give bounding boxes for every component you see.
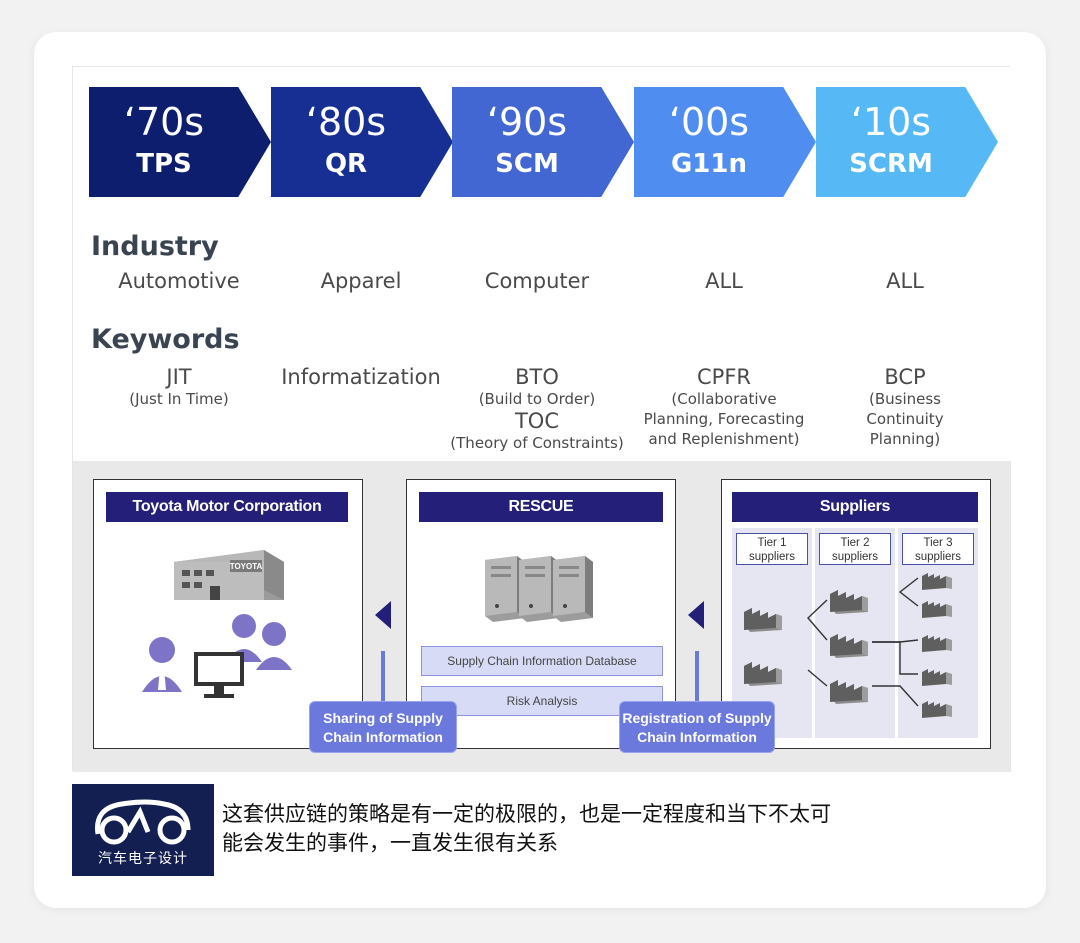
keyword-cpfr-sub1: (Collaborative	[671, 390, 777, 408]
rescue-system-diagram: Toyota Motor Corporation TOYOTA	[73, 461, 1011, 772]
building-sign: TOYOTA	[230, 562, 263, 571]
tier2-line1: Tier 2	[840, 537, 870, 549]
car-logo-icon	[95, 799, 191, 845]
industry-automotive: Automotive	[118, 269, 240, 293]
tier2-factory-3-icon	[830, 680, 868, 704]
tier3-label: Tier 3 suppliers	[902, 533, 974, 565]
registration-connector	[695, 651, 699, 711]
supplier-network	[744, 573, 952, 718]
computer-icon	[194, 652, 244, 698]
timeline-era: ‘10s	[850, 100, 932, 144]
brand-logo: 汽车电子设计	[72, 784, 214, 876]
keyword-bto-sub: (Build to Order)	[478, 390, 596, 408]
tier2-label: Tier 2 suppliers	[819, 533, 891, 565]
keyword-bcp: BCP (Business Continuity Planning)	[815, 365, 995, 449]
tier1-factory-2-icon	[744, 662, 782, 686]
industry-title: Industry	[91, 231, 219, 262]
tier3-factory-5-icon	[922, 701, 952, 718]
caption-line1: 这套供应链的策略是有一定的极限的，也是一定程度和当下不太可	[222, 802, 831, 826]
timeline-era: ‘90s	[486, 100, 568, 144]
timeline-era: ‘80s	[305, 100, 387, 144]
tier1-factory-1-icon	[744, 608, 782, 632]
suppliers-panel: Suppliers Tier 1 suppliers Tier 2 suppli…	[721, 479, 991, 749]
tier3-factory-1-icon	[922, 573, 952, 590]
tier3-line2: suppliers	[914, 551, 962, 563]
keyword-toc-main: TOC	[514, 409, 560, 433]
registration-line1: Registration of Supply	[622, 710, 772, 726]
arrow-to-toyota-icon	[375, 601, 391, 629]
tier3-factory-4-icon	[922, 669, 952, 686]
keyword-bto-toc: BTO (Build to Order) TOC (Theory of Cons…	[437, 365, 637, 453]
tier1-line2: suppliers	[748, 551, 796, 563]
toyota-header: Toyota Motor Corporation	[106, 492, 348, 522]
arrow-to-rescue-icon	[688, 601, 704, 629]
keyword-bcp-sub1: (Business	[869, 390, 941, 408]
keyword-cpfr-main: CPFR	[697, 365, 751, 389]
keyword-jit: JIT (Just In Time)	[89, 365, 269, 409]
keywords-title: Keywords	[91, 324, 240, 355]
timeline-era: ‘70s	[123, 100, 205, 144]
industry-apparel: Apparel	[320, 269, 402, 293]
keyword-bcp-main: BCP	[884, 365, 926, 389]
industry-all-2: ALL	[886, 269, 924, 293]
keyword-cpfr-sub3: and Replenishment)	[648, 430, 800, 448]
tier3-factory-2-icon	[922, 601, 952, 618]
brand-logo-text: 汽车电子设计	[98, 851, 188, 867]
keyword-jit-sub: (Just In Time)	[129, 390, 229, 408]
tier1-label: Tier 1 suppliers	[736, 533, 808, 565]
sharing-connector	[381, 651, 385, 711]
caption-text: 这套供应链的策略是有一定的极限的，也是一定程度和当下不太可 能会发生的事件，一直…	[222, 800, 992, 858]
keyword-cpfr-sub2: Planning, Forecasting	[643, 410, 805, 428]
keyword-toc-sub: (Theory of Constraints)	[450, 434, 624, 452]
sharing-line1: Sharing of Supply	[323, 710, 443, 726]
timeline-abbr: TPS	[136, 149, 192, 179]
tier2-line2: suppliers	[831, 551, 879, 563]
server-icon	[485, 556, 593, 622]
rescue-header: RESCUE	[419, 492, 663, 522]
timeline-abbr: SCRM	[849, 149, 933, 179]
sharing-line2: Chain Information	[323, 729, 443, 745]
timeline-abbr: SCM	[495, 149, 559, 179]
keyword-jit-main: JIT	[166, 365, 192, 389]
registration-line2: Chain Information	[637, 729, 757, 745]
tier3-factory-3-icon	[922, 635, 952, 652]
keyword-informatization: Informatization	[261, 365, 461, 389]
keyword-informatization-main: Informatization	[281, 365, 441, 389]
keyword-bto-main: BTO	[515, 365, 559, 389]
factory-building-icon: TOYOTA	[174, 550, 284, 600]
toyota-illustration: TOYOTA	[142, 550, 292, 698]
keyword-bcp-sub2: Continuity	[866, 410, 944, 428]
tier2-factory-1-icon	[830, 590, 868, 614]
timeline-abbr: G11n	[670, 149, 748, 179]
tier2-factory-2-icon	[830, 634, 868, 658]
industry-computer: Computer	[484, 269, 590, 293]
suppliers-header: Suppliers	[732, 492, 978, 522]
supplier-links	[807, 577, 919, 707]
industry-all-1: ALL	[705, 269, 743, 293]
supply-chain-database-box: Supply Chain Information Database	[421, 646, 663, 676]
caption-line2: 能会发生的事件，一直发生很有关系	[222, 831, 558, 855]
keyword-bcp-sub3: Planning)	[869, 430, 941, 448]
tier1-line1: Tier 1	[757, 537, 787, 549]
sharing-bubble: Sharing of Supply Chain Information	[309, 701, 457, 753]
keyword-cpfr: CPFR (Collaborative Planning, Forecastin…	[624, 365, 824, 449]
registration-bubble: Registration of Supply Chain Information	[619, 701, 775, 753]
timeline-era: ‘00s	[668, 100, 750, 144]
tier3-line1: Tier 3	[923, 537, 953, 549]
timeline-abbr: QR	[324, 149, 368, 179]
